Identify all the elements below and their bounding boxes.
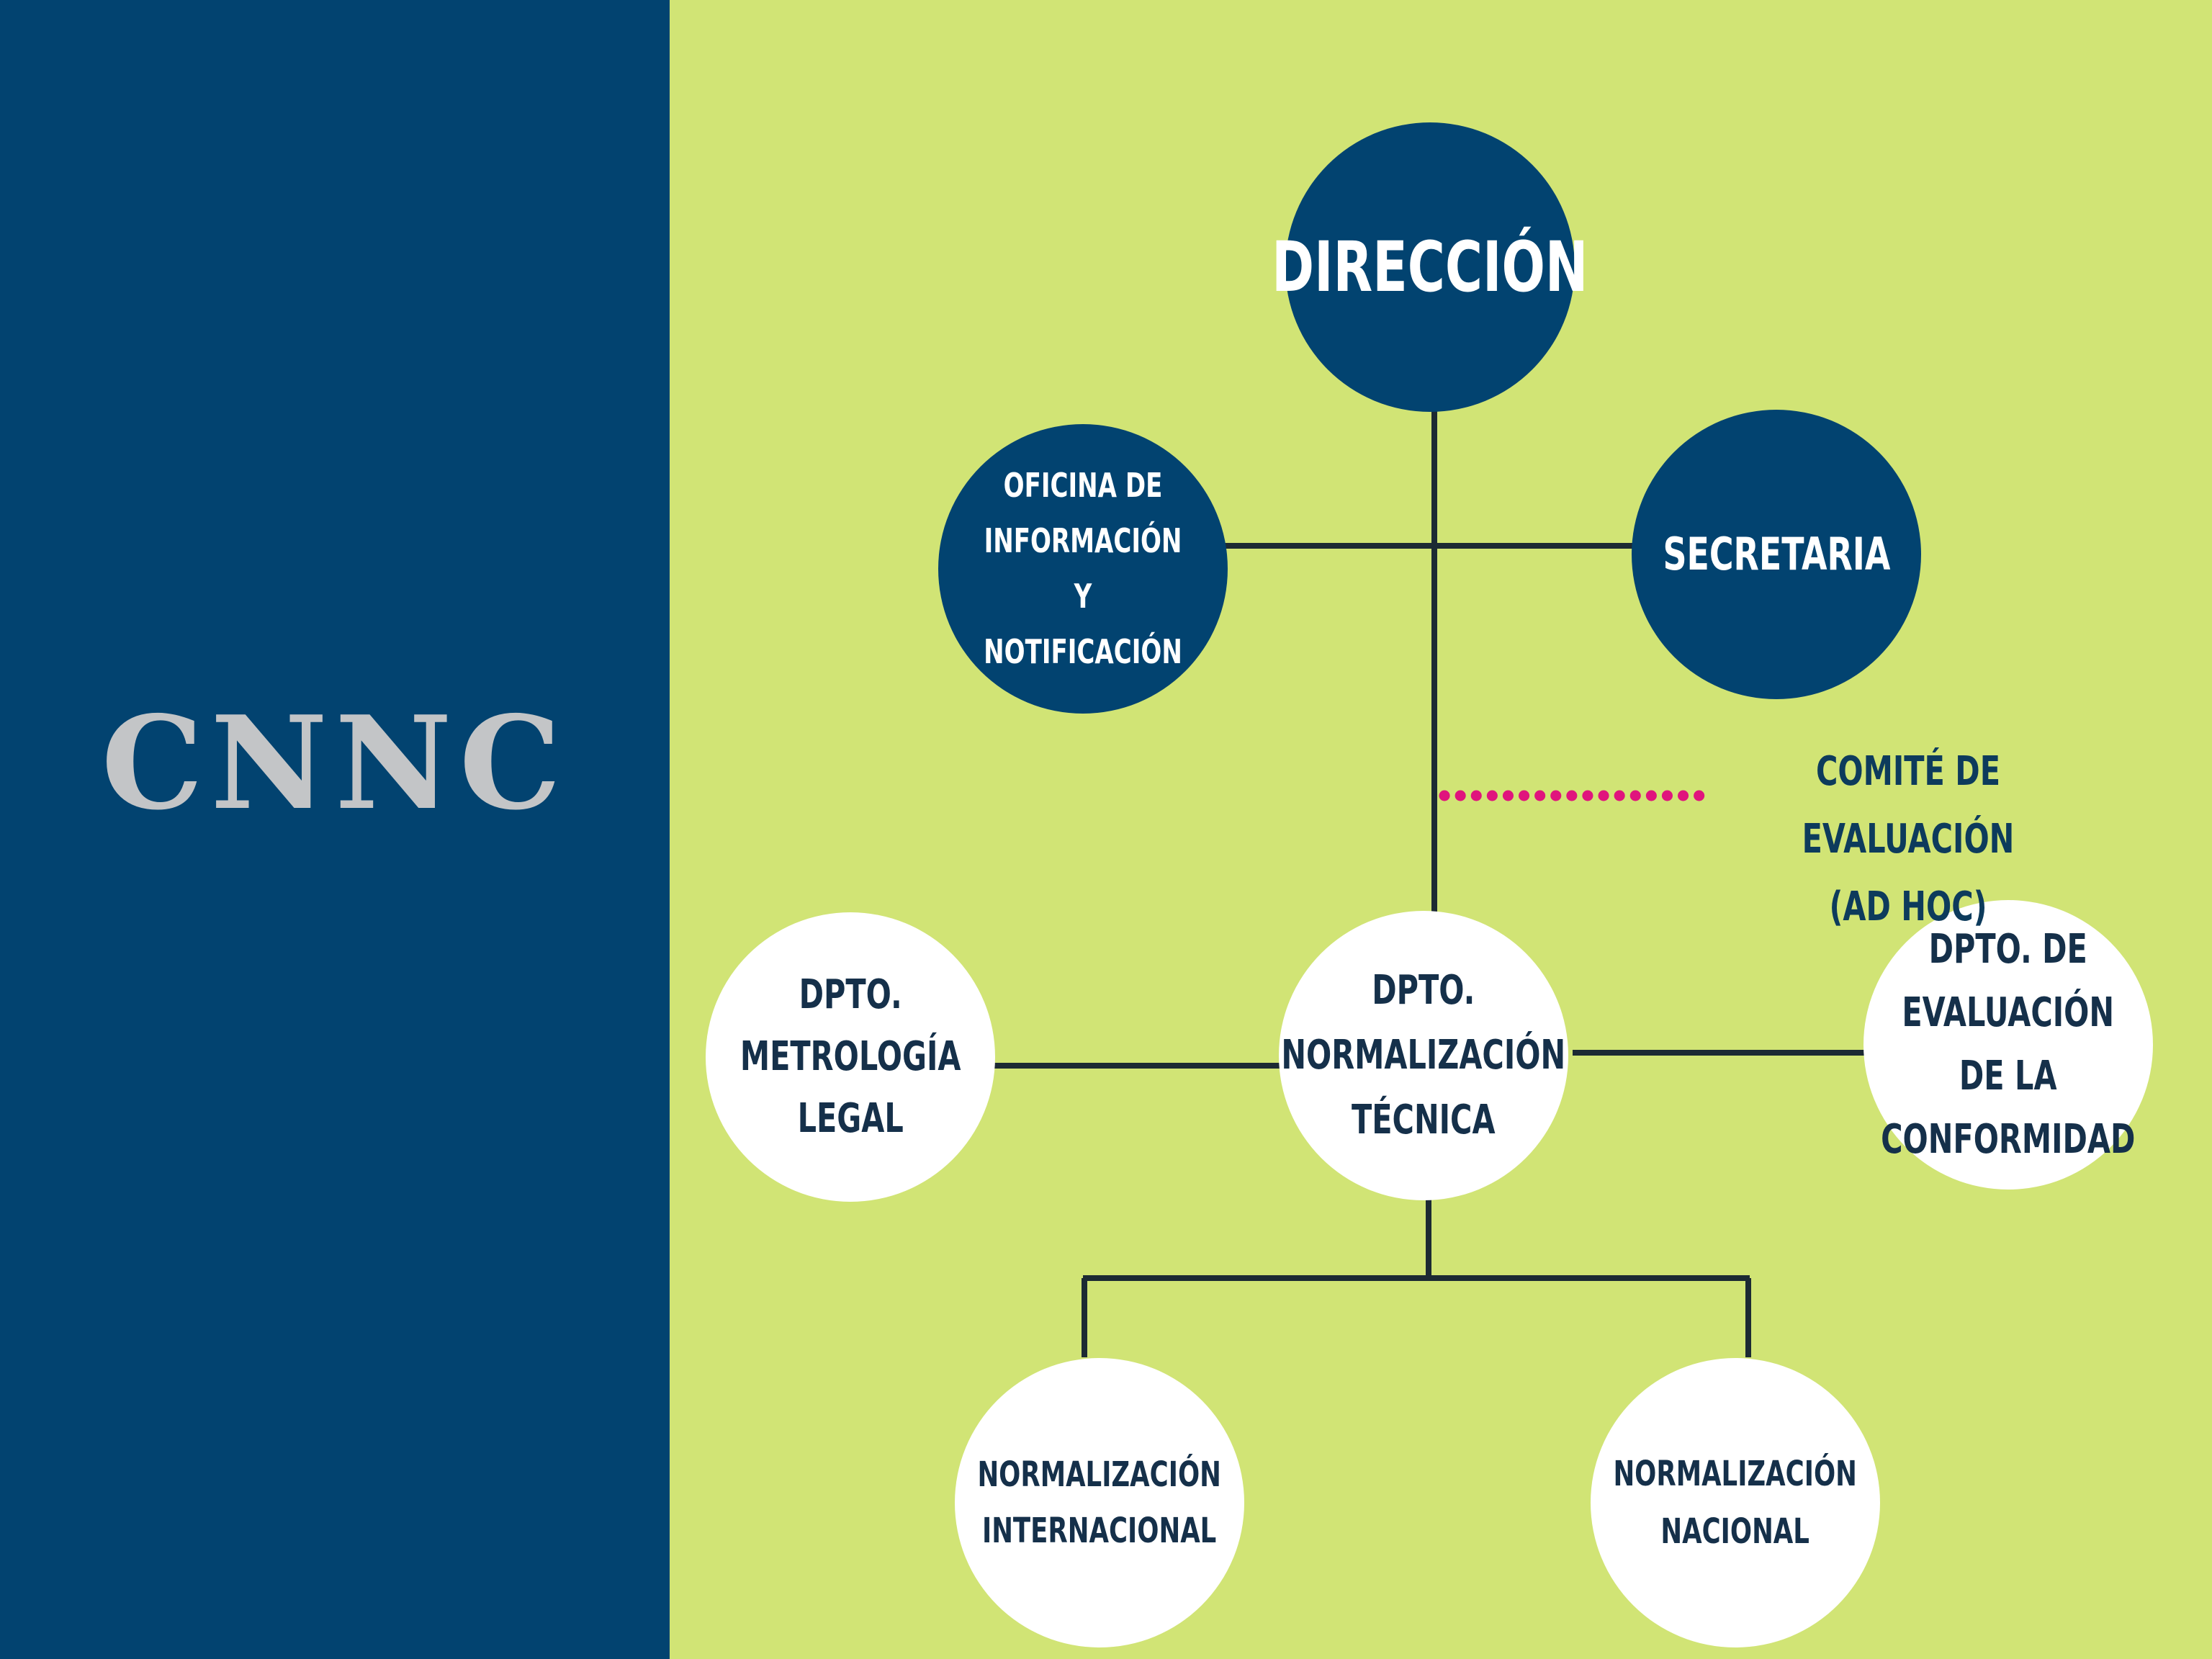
node-nacional-label: NORMALIZACIÓN NACIONAL [1613, 1454, 1858, 1552]
node-internacional-label: NORMALIZACIÓN INTERNACIONAL [977, 1455, 1222, 1551]
node-normalizacion-tecnica: DPTO. NORMALIZACIÓN TÉCNICA [1279, 911, 1568, 1200]
node-oficina: OFICINA DE INFORMACIÓN Y NOTIFICACIÓN [938, 424, 1228, 714]
node-internacional: NORMALIZACIÓN INTERNACIONAL [955, 1358, 1244, 1647]
node-direccion-label: DIRECCIÓN [1272, 227, 1588, 307]
node-evaluacion: DPTO. DE EVALUACIÓN DE LA CONFORMIDAD [1863, 900, 2153, 1190]
comite-evaluacion-label: COMITÉ DE EVALUACIÓN (AD HOC) [1802, 748, 2015, 930]
node-oficina-label: OFICINA DE INFORMACIÓN Y NOTIFICACIÓN [984, 466, 1182, 671]
node-normalizacion-tecnica-label: DPTO. NORMALIZACIÓN TÉCNICA [1281, 967, 1566, 1143]
node-secretaria: SECRETARIA [1632, 410, 1921, 699]
left-panel: CNNC [0, 0, 670, 1659]
brand-logo-text: CNNC [101, 688, 569, 838]
node-metrologia-label: DPTO. METROLOGÍA LEGAL [739, 971, 961, 1142]
node-evaluacion-label: DPTO. DE EVALUACIÓN DE LA CONFORMIDAD [1881, 926, 2136, 1163]
node-metrologia: DPTO. METROLOGÍA LEGAL [706, 912, 995, 1202]
node-direccion: DIRECCIÓN [1272, 122, 1588, 412]
node-secretaria-label: SECRETARIA [1663, 528, 1890, 580]
node-nacional: NORMALIZACIÓN NACIONAL [1591, 1358, 1880, 1647]
